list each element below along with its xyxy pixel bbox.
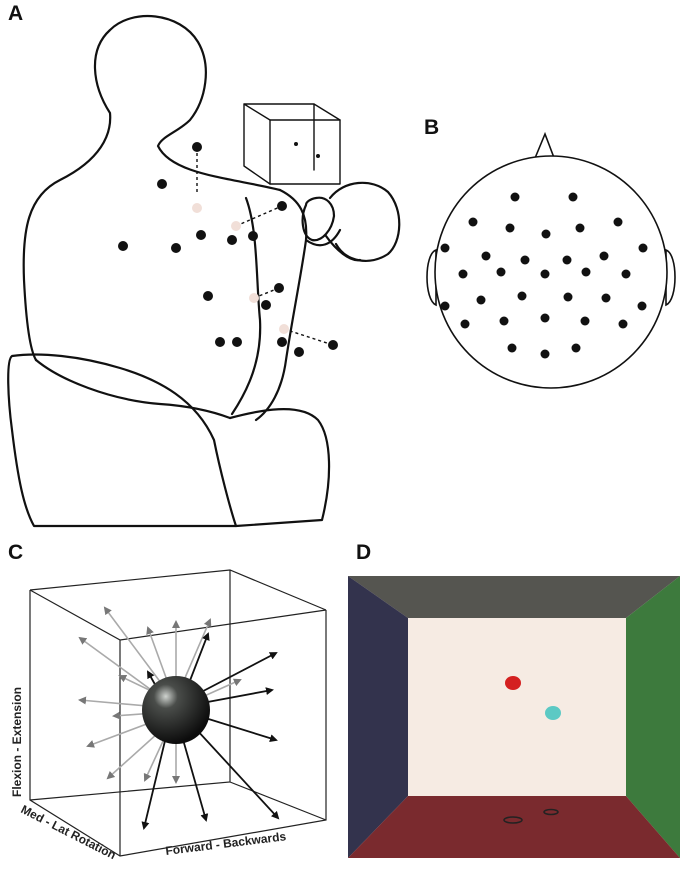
room-right-wall xyxy=(626,576,680,858)
target-red xyxy=(505,676,521,690)
eeg-electrode xyxy=(568,192,578,202)
eeg-electrode xyxy=(580,316,590,326)
cube-marker xyxy=(294,142,298,146)
eeg-electrode xyxy=(468,217,478,227)
eeg-electrode xyxy=(540,313,550,323)
mocap-marker xyxy=(227,235,237,245)
eeg-electrode xyxy=(499,316,509,326)
marker-cluster-cube xyxy=(243,103,341,185)
room-left-wall xyxy=(348,576,408,858)
mocap-marker xyxy=(232,337,242,347)
eeg-electrode xyxy=(440,301,450,311)
eeg-electrode xyxy=(613,217,623,227)
target-cyan xyxy=(545,706,561,720)
eeg-electrode xyxy=(562,255,572,265)
eeg-electrode xyxy=(601,293,611,303)
eeg-electrode xyxy=(599,251,609,261)
mocap-marker xyxy=(203,291,213,301)
faded-marker xyxy=(192,203,202,213)
faded-marker xyxy=(249,293,259,303)
axis-box xyxy=(29,569,327,857)
floor-marker xyxy=(543,808,559,816)
mocap-marker xyxy=(277,337,287,347)
eeg-electrode xyxy=(507,343,517,353)
mocap-marker xyxy=(215,337,225,347)
mocap-marker xyxy=(171,243,181,253)
mocap-marker xyxy=(192,142,202,152)
hand-position-sphere xyxy=(142,676,210,744)
eeg-electrode xyxy=(517,291,527,301)
eeg-electrode xyxy=(440,243,450,253)
mocap-marker xyxy=(328,340,338,350)
mocap-marker xyxy=(157,179,167,189)
chair-outline xyxy=(7,353,238,528)
right-ear-icon xyxy=(665,248,676,307)
axis-label-vertical: Flexion - Extension xyxy=(10,687,24,797)
back-outline xyxy=(34,358,232,420)
eeg-electrode xyxy=(575,223,585,233)
eeg-electrode xyxy=(571,343,581,353)
room-ceiling xyxy=(348,576,680,618)
eeg-electrode xyxy=(540,349,550,359)
room-front-wall xyxy=(408,618,626,796)
eeg-electrode xyxy=(563,292,573,302)
eeg-electrode xyxy=(505,223,515,233)
eeg-electrode xyxy=(476,295,486,305)
eeg-electrode xyxy=(510,192,520,202)
leg-outline xyxy=(228,408,331,528)
mocap-marker xyxy=(274,283,284,293)
panel-label-c: C xyxy=(8,541,24,564)
cube-marker xyxy=(316,154,320,158)
eeg-electrode xyxy=(458,269,468,279)
eeg-electrode xyxy=(520,255,530,265)
floor-marker xyxy=(503,816,523,824)
faded-marker xyxy=(231,221,241,231)
eeg-electrode xyxy=(638,243,648,253)
mocap-marker xyxy=(248,231,258,241)
panel-label-a: A xyxy=(8,2,24,25)
mocap-marker xyxy=(294,347,304,357)
eeg-electrode xyxy=(637,301,647,311)
mocap-marker xyxy=(196,230,206,240)
panel-label-d: D xyxy=(356,541,372,564)
eeg-electrode xyxy=(496,267,506,277)
mocap-marker xyxy=(277,201,287,211)
eeg-electrode xyxy=(541,229,551,239)
eeg-electrode xyxy=(540,269,550,279)
faded-marker xyxy=(279,324,289,334)
head-outline xyxy=(434,155,668,389)
mocap-marker xyxy=(118,241,128,251)
left-ear-icon xyxy=(426,248,437,307)
eeg-electrode xyxy=(621,269,631,279)
eeg-electrode xyxy=(460,319,470,329)
panel-label-b: B xyxy=(424,116,440,139)
eeg-electrode xyxy=(581,267,591,277)
eeg-electrode xyxy=(618,319,628,329)
mocap-marker xyxy=(261,300,271,310)
eeg-electrode xyxy=(481,251,491,261)
person-outline xyxy=(22,15,282,362)
room-floor xyxy=(348,796,680,858)
